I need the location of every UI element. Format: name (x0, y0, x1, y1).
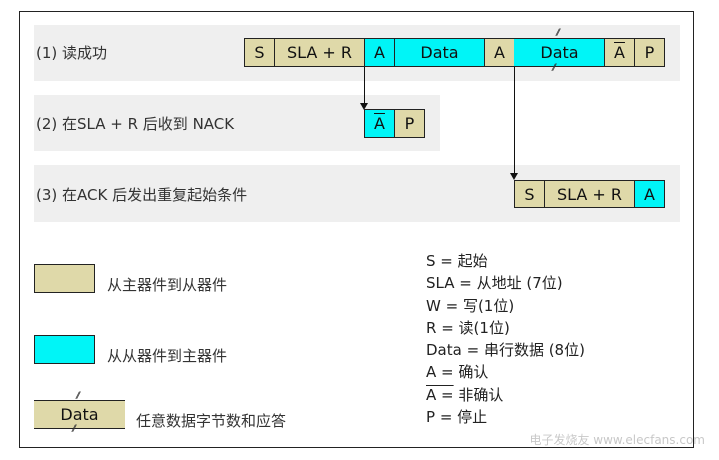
cell-nack: A (364, 109, 395, 138)
row-1-label: (1) 读成功 (36, 44, 108, 62)
row-3-label: (3) 在ACK 后发出重复起始条件 (36, 186, 248, 204)
definition-item: A = 非确认 (426, 385, 504, 404)
break-mark-icon: // (76, 391, 80, 401)
legend-label-slave: 从从器件到主器件 (107, 347, 228, 365)
definition-item: A = 确认 (426, 363, 489, 382)
cell-ack-master: A (484, 38, 515, 67)
legend-label-master: 从主器件到从器件 (107, 276, 228, 294)
cell-stop: P (394, 109, 425, 138)
cell-start: S (514, 180, 545, 208)
definition-item: W = 写(1位) (426, 296, 515, 315)
definition-item: P = 停止 (426, 408, 488, 427)
cell-sla-r: SLA + R (274, 38, 365, 67)
watermark: 电子发烧友 www.elecfans.com (529, 433, 705, 447)
definition-item: R = 读(1位) (426, 318, 510, 337)
definitions-list: S = 起始 SLA = 从地址 (7位) W = 写(1位) R = 读(1位… (426, 250, 585, 428)
branch-line (364, 67, 365, 105)
row-2-label: (2) 在SLA + R 后收到 NACK (36, 115, 235, 133)
cell-stop: P (634, 38, 665, 67)
legend-swatch-slave (34, 335, 95, 364)
branch-line (514, 67, 515, 174)
break-mark-icon: // (552, 63, 556, 73)
legend-swatch-data: Data (34, 400, 125, 429)
cell-data: Data (394, 38, 485, 67)
legend-label-data: 任意数据字节数和应答 (136, 412, 287, 430)
cell-nack: A (604, 38, 635, 67)
break-mark-icon: // (556, 28, 560, 38)
diagram-frame (19, 11, 694, 448)
break-mark-icon: // (72, 424, 76, 434)
definition-item: Data = 串行数据 (8位) (426, 341, 585, 360)
cell-ack: A (634, 180, 665, 208)
arrow-down-icon (360, 103, 368, 110)
cell-sla-r: SLA + R (544, 180, 635, 208)
legend-swatch-master (34, 264, 95, 293)
definition-item: SLA = 从地址 (7位) (426, 274, 563, 293)
definition-item: S = 起始 (426, 252, 488, 270)
cell-start: S (244, 38, 275, 67)
cell-ack: A (364, 38, 395, 67)
cell-data-arbitrary: Data (514, 38, 605, 67)
arrow-down-icon (510, 173, 518, 180)
